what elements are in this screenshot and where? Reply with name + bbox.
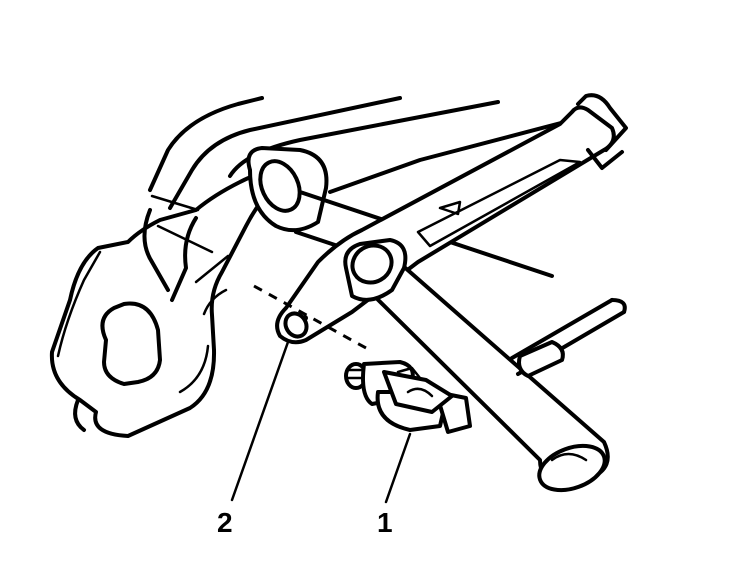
link-arm [275,93,628,345]
callout-label-2: 2 [217,507,233,538]
bracket-slot [100,301,162,386]
callout-label-1: 1 [377,507,393,538]
main-shaft [343,238,610,493]
hinge-bracket [49,169,290,438]
retainer-clip [344,360,472,434]
callout-leaders [230,340,412,504]
right-rod [510,298,627,378]
alignment-dash-line [253,284,367,350]
